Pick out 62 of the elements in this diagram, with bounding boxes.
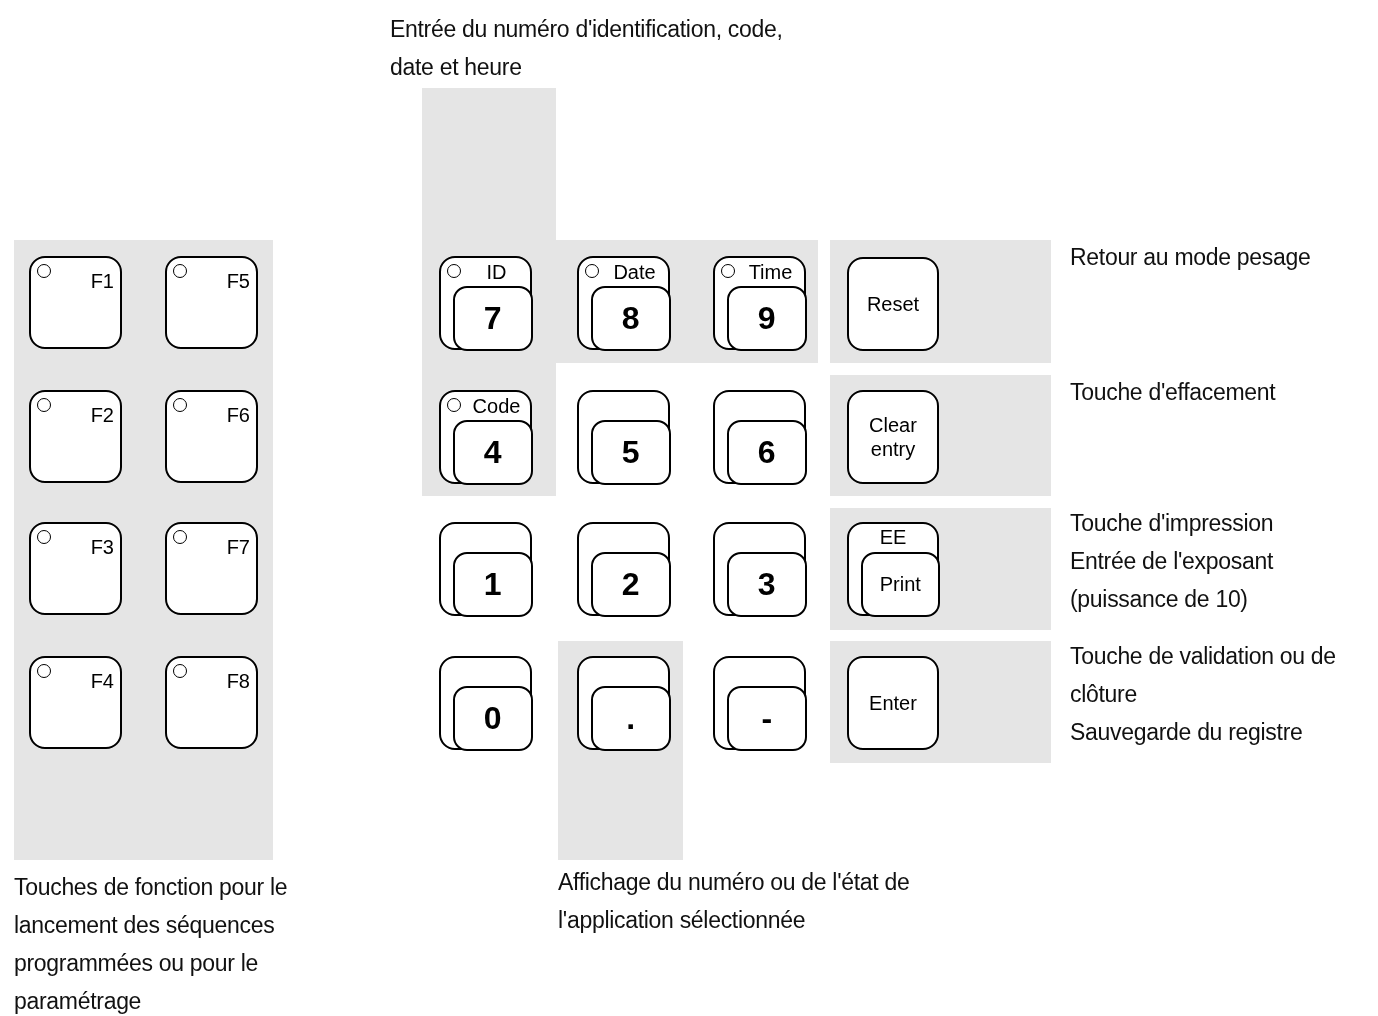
key-label: Date [612, 261, 657, 283]
key-face: 6 [727, 420, 807, 485]
key-label: Enter [868, 691, 918, 715]
key-face: 7 [453, 286, 533, 351]
key [577, 656, 670, 750]
key-label: F5 [226, 270, 250, 292]
key [713, 390, 806, 484]
group-caption: Entrée du numéro d'identification, code, date et heure [390, 15, 784, 82]
group-caption: Touche d'impression [1070, 509, 1275, 538]
key-face: 8 [591, 286, 671, 351]
key [165, 390, 258, 483]
key-label: F4 [90, 670, 114, 692]
key [713, 656, 806, 750]
key [439, 522, 532, 616]
group-caption: Touches de fonction pour le lancement des séquences programmées ou pour le paramétrage [14, 873, 289, 1016]
key-label: EE [878, 526, 908, 548]
key-label: Clear entry [868, 413, 918, 461]
key-label: Time [747, 261, 794, 283]
key [439, 656, 532, 750]
group-caption: Entrée de l'exposant (puissance de 10) [1070, 547, 1275, 614]
key [847, 257, 939, 351]
key-label: F7 [226, 536, 250, 558]
key [847, 522, 939, 616]
key [29, 390, 122, 483]
key [165, 656, 258, 749]
key [847, 390, 939, 484]
key [439, 256, 532, 350]
group-caption: Affichage du numéro ou de l'état de l'application sélectionnée [558, 868, 911, 935]
group-caption: Touche de validation ou de clôture [1070, 642, 1337, 709]
key [577, 522, 670, 616]
key [577, 390, 670, 484]
key-face: 2 [591, 552, 671, 617]
key-face: Print [861, 552, 940, 617]
group-caption: Retour au mode pesage [1070, 243, 1312, 272]
key-label: F8 [226, 670, 250, 692]
key-label: Reset [865, 292, 921, 316]
key-face: 0 [453, 686, 533, 751]
key [29, 656, 122, 749]
key-label: F2 [90, 404, 114, 426]
key-label: F3 [90, 536, 114, 558]
key [577, 256, 670, 350]
key [29, 522, 122, 615]
key [29, 256, 122, 349]
key-label: Code [471, 395, 522, 417]
group-caption: Sauvegarde du registre [1070, 718, 1304, 747]
key-face: 3 [727, 552, 807, 617]
key [439, 390, 532, 484]
key [713, 256, 806, 350]
key-face: . [591, 686, 671, 751]
key-label: F1 [90, 270, 114, 292]
key [713, 522, 806, 616]
key [165, 522, 258, 615]
key [165, 256, 258, 349]
key-face: - [727, 686, 807, 751]
key-label: ID [485, 261, 508, 283]
key-face: 5 [591, 420, 671, 485]
key-face: 4 [453, 420, 533, 485]
key [847, 656, 939, 750]
group-caption: Touche d'effacement [1070, 378, 1277, 407]
key-label: F6 [226, 404, 250, 426]
key-face: 1 [453, 552, 533, 617]
key-face: 9 [727, 286, 807, 351]
